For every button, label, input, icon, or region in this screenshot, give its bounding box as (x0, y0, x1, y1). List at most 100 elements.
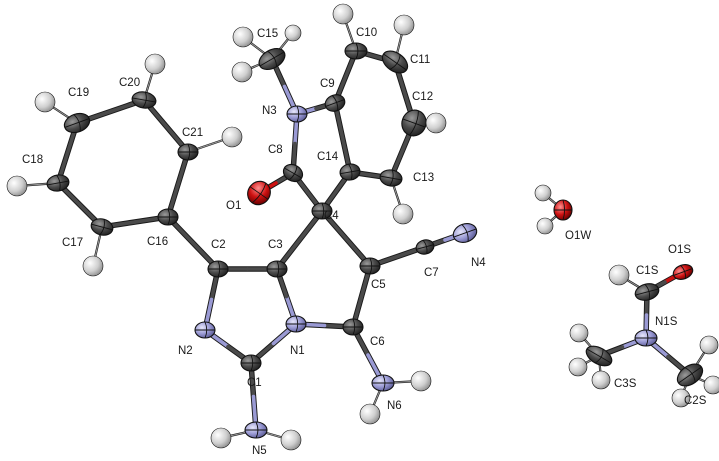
atom-h15c-ellipsoid (284, 24, 302, 42)
label-C3: C3 (268, 239, 283, 251)
label-C1: C1 (247, 377, 262, 389)
atom-o1s (672, 264, 694, 280)
atom-hwb-ellipsoid (536, 217, 554, 235)
atom-h3b (568, 357, 588, 377)
atom-h5b (280, 429, 302, 451)
atom-h2b-ellipsoid (703, 375, 719, 395)
atom-c17-axis-major (91, 223, 113, 231)
atom-c7-axis-minor (422, 239, 428, 254)
atom-c12-axis-minor (409, 110, 419, 136)
atom-c5 (359, 257, 381, 275)
label-O1: O1 (226, 200, 241, 212)
atom-c8-axis-minor (288, 166, 298, 181)
atom-h3c (591, 370, 611, 390)
atom-n5-axis-minor (255, 421, 259, 439)
atom-c3-axis-minor (276, 260, 280, 278)
atom-c15-axis-major (259, 51, 285, 67)
label-N5: N5 (252, 445, 267, 457)
atom-c2 (207, 260, 229, 278)
atom-c3s-axis-minor (594, 349, 604, 364)
atom-h10-ellipsoid (332, 3, 354, 25)
label-C2: C2 (211, 239, 226, 251)
atom-h2c-ellipsoid (671, 388, 691, 408)
atom-c2s-axis-major (678, 366, 702, 384)
atom-c13-axis-minor (389, 169, 394, 187)
atom-o1 (247, 180, 271, 206)
atom-h20 (144, 53, 166, 75)
atom-c16-axis-minor (167, 208, 171, 226)
label-C20: C20 (119, 77, 140, 89)
atom-h15b-ellipsoid (231, 61, 253, 83)
atom-c9 (324, 94, 346, 112)
label-C10: C10 (356, 27, 377, 39)
atom-h6a (410, 370, 432, 392)
atom-o1s-axis-minor (680, 265, 686, 279)
label-C3S: C3S (614, 378, 637, 390)
label-C7: C7 (424, 267, 439, 279)
atom-c18-axis-major (47, 180, 69, 186)
atom-c6 (342, 318, 364, 336)
label-C13: C13 (413, 172, 434, 184)
atom-n4-axis-minor (461, 224, 469, 242)
atom-n6 (371, 374, 395, 392)
atom-c3 (266, 260, 288, 278)
label-C21: C21 (182, 127, 203, 139)
atom-c20 (131, 91, 157, 109)
label-C4: C4 (324, 210, 339, 222)
label-C5: C5 (371, 279, 386, 291)
atom-o1s-axis-major (673, 268, 693, 276)
atom-h5b-ellipsoid (280, 429, 302, 451)
label-C8: C8 (268, 144, 283, 156)
atom-h10 (332, 3, 354, 25)
atom-c17 (90, 218, 114, 236)
atom-c9-axis-minor (331, 95, 339, 111)
atom-n1s-axis-minor (645, 329, 649, 347)
atom-n6-axis-minor (382, 374, 386, 392)
atom-c19-axis-major (64, 118, 90, 128)
atom-c1 (240, 354, 262, 372)
atom-h1s (608, 264, 630, 286)
atom-h15c (284, 24, 302, 42)
atom-c7-axis-major (416, 244, 434, 250)
atom-c7 (415, 239, 435, 255)
atom-c11-axis-minor (389, 54, 401, 70)
atom-h2c (671, 388, 691, 408)
atom-n5 (244, 421, 268, 439)
atom-n2-axis-minor (204, 321, 208, 339)
atom-h20-ellipsoid (144, 53, 166, 75)
atom-h15a-ellipsoid (232, 26, 254, 48)
atom-c10-axis-minor (355, 42, 359, 60)
atom-c14-axis-major (340, 169, 360, 175)
atom-h11-ellipsoid (393, 14, 415, 36)
atom-h3a (569, 323, 589, 343)
atom-h5a-ellipsoid (210, 427, 232, 449)
atom-h18-ellipsoid (6, 175, 28, 197)
atom-h6b (359, 403, 381, 425)
atom-c18-axis-minor (56, 174, 61, 192)
atom-c17-axis-minor (99, 219, 105, 236)
atom-c10 (344, 42, 368, 60)
atom-c20-axis-minor (142, 91, 147, 109)
atom-c15-axis-minor (267, 50, 277, 67)
atom-c1s (634, 283, 660, 301)
atom-c12 (401, 109, 427, 137)
atom-c14 (339, 163, 361, 181)
atom-c15 (258, 47, 286, 71)
atom-h2a-ellipsoid (699, 335, 719, 355)
atom-c4 (311, 202, 333, 220)
atom-n4-axis-major (453, 228, 477, 238)
label-C17: C17 (62, 237, 83, 249)
atom-h19 (34, 91, 56, 113)
label-C6: C6 (370, 336, 385, 348)
atom-c3s-axis-major (586, 348, 612, 364)
atoms (6, 3, 719, 451)
atom-h3b-ellipsoid (568, 357, 588, 377)
label-C2S: C2S (684, 395, 707, 407)
label-C19: C19 (68, 87, 89, 99)
atom-h6b-ellipsoid (359, 403, 381, 425)
atom-h15b (231, 61, 253, 83)
label-C14: C14 (317, 151, 339, 163)
atom-c5-axis-minor (369, 257, 373, 275)
